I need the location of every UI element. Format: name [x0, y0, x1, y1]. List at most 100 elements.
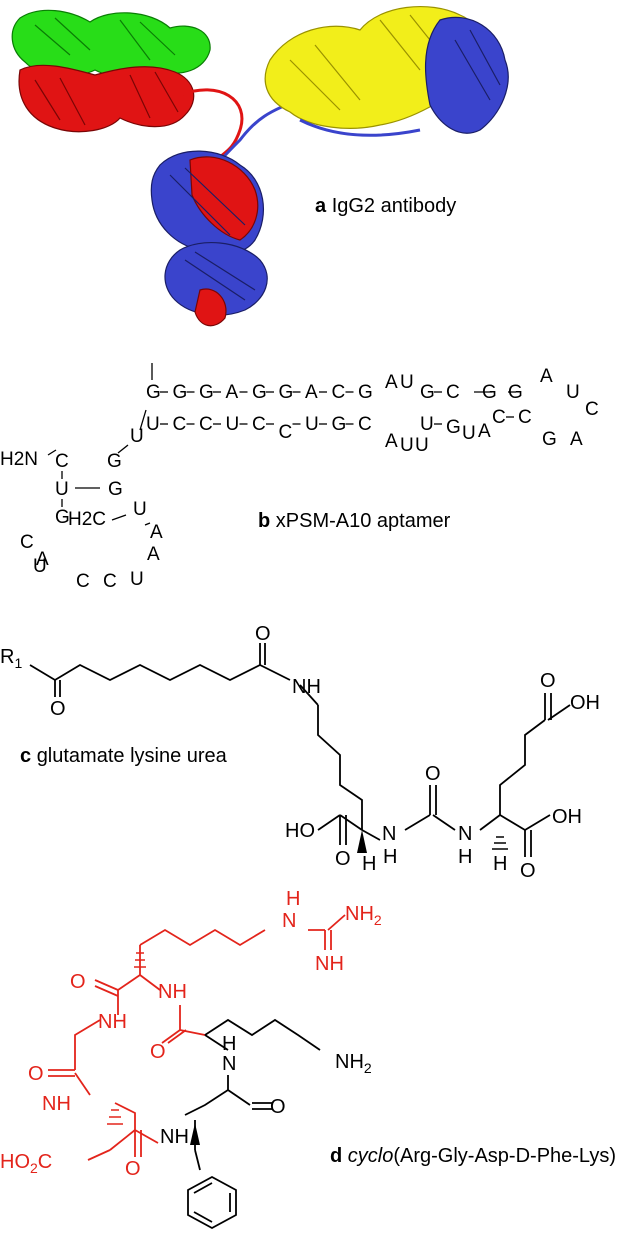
asp-nh: NH [42, 1093, 71, 1115]
glu-side-oxygen: O [540, 670, 556, 692]
mid-bottom-5: C [518, 407, 532, 428]
glu-acid-oxygen: O [520, 860, 536, 882]
nt-top-7: C [332, 382, 346, 403]
glu-side-oh: OH [570, 692, 600, 714]
arg-side-chain [139, 914, 346, 975]
caption-c-title: glutamate lysine urea [36, 745, 227, 767]
bond-h2c-a [111, 514, 127, 521]
asp-co2h: HO2C [0, 1151, 52, 1176]
arg-carbonyl-o: O [70, 971, 86, 993]
loop-u-7: A [147, 544, 160, 565]
tip-2: C [585, 399, 599, 420]
glu-acid-oh: OH [552, 806, 582, 828]
loop-u-12: C [20, 532, 34, 553]
mid-bottom-4: C [492, 407, 506, 428]
guan-nh2: NH2 [345, 903, 382, 928]
fab-right-yellow [264, 5, 483, 129]
loop-u-14: U [130, 426, 144, 447]
asp-carbonyl-o: O [28, 1063, 44, 1085]
bulge-bottom-2: U [415, 435, 429, 456]
caption-d-letter: d [330, 1145, 343, 1167]
urea-n-right: N [458, 823, 472, 845]
caption-b-title: xPSM-A10 aptamer [275, 510, 451, 532]
urea-n-left: N [382, 823, 396, 845]
caption-c-letter: c [20, 745, 32, 767]
rgd-backbone [48, 974, 206, 1161]
nt-bottom-5: C [279, 422, 293, 443]
mid-bottom-3: A [478, 421, 491, 442]
loop-a-5: U [133, 499, 147, 520]
cyclo-rgd-structure: H N NH2 NH NH O NH O O NH HO2C O NH O N … [0, 888, 382, 1230]
bond-a-a [144, 522, 151, 526]
wedge-bond-lys [357, 830, 367, 853]
panel-a-antibody: a IgG2 antibody [0, 0, 630, 335]
loop-a-13: A [36, 549, 49, 570]
aptamer-amine-label: H2N [0, 449, 38, 470]
fc-region [150, 150, 268, 327]
glu-alpha-h: H [493, 853, 507, 875]
caption-d-cyclo: cyclo [347, 1145, 394, 1167]
nt-bottom-1: C [173, 414, 187, 435]
bulge-bottom-1: U [400, 435, 414, 456]
mid-top-0: G [420, 382, 435, 403]
bond-h2n [47, 449, 57, 456]
caption-c: c glutamate lysine urea [20, 745, 227, 768]
nt-bottom-2: C [199, 414, 213, 435]
caption-a: a IgG2 antibody [315, 195, 456, 218]
caption-d-title: (Arg-Gly-Asp-D-Phe-Lys) [393, 1145, 616, 1167]
loop-u-10: C [76, 571, 90, 592]
bulge-top-0: A [385, 372, 398, 393]
nt-bottom-8: C [358, 414, 372, 435]
tip-1: U [566, 382, 580, 403]
arg-hash-bond [134, 952, 146, 968]
nt-top-1: G [173, 382, 188, 403]
aptamer-linker-label: H2C [68, 509, 106, 530]
guan-n: N [282, 910, 296, 932]
nt-top-6: A [305, 382, 318, 403]
nt-bottom-4: C [252, 414, 266, 435]
caption-b: b xPSM-A10 aptamer [258, 510, 450, 533]
glu-lys-urea-bonds [29, 643, 571, 857]
nt-top-2: G [199, 382, 214, 403]
panel-c-glu-lys-urea: R1 O O NH O N H N H O OH OH O HO O H H c… [0, 623, 630, 885]
connector-loop-blue [299, 118, 421, 137]
asp-amide-o: O [125, 1158, 141, 1180]
bulge-top-1: U [400, 372, 414, 393]
lys-alpha-h: H [362, 853, 376, 875]
r-group-label: R1 [0, 646, 22, 671]
glu-lys-urea-structure: R1 O O NH O N H N H O OH OH O HO O H H [0, 623, 600, 882]
amide-oxygen: O [255, 625, 271, 645]
fab-right-blue [425, 16, 509, 134]
mid-bottom-1: G [446, 417, 461, 438]
mid-bottom-2: U [462, 423, 476, 444]
bond-u-stem [139, 409, 147, 431]
bulge-bottom-0: A [385, 431, 398, 452]
asp-hash-bond [107, 1109, 123, 1125]
guan-nh: NH [315, 953, 344, 975]
amide-nh: NH [292, 676, 321, 698]
tip-4: G [542, 429, 557, 450]
urea-oxygen: O [425, 763, 441, 785]
lys-n: N [222, 1053, 236, 1075]
guan-h: H [286, 888, 300, 910]
loop-g-2: U [55, 479, 69, 500]
lys-nh2: NH2 [335, 1051, 372, 1076]
lys-h: H [222, 1033, 236, 1055]
arg-nh: NH [158, 981, 187, 1003]
phe-carbonyl-o: O [270, 1096, 286, 1118]
loop-c-9: C [103, 571, 117, 592]
loop-g-1: G [107, 451, 122, 472]
nt-top-0: G [146, 382, 161, 403]
urea-h-right: H [458, 846, 472, 868]
fab-left-red [18, 64, 195, 133]
nt-bottom-3: U [226, 414, 240, 435]
mid-top-1: C [446, 382, 460, 403]
ketone-oxygen: O [50, 698, 66, 720]
panel-d-cyclo-rgd: H N NH2 NH NH O NH O O NH HO2C O NH O N … [0, 885, 630, 1242]
bond-g-u15 [117, 444, 129, 454]
gly-nh: NH [98, 1011, 127, 1033]
loop-u-3: G [108, 479, 123, 500]
caption-b-letter: b [258, 510, 271, 532]
